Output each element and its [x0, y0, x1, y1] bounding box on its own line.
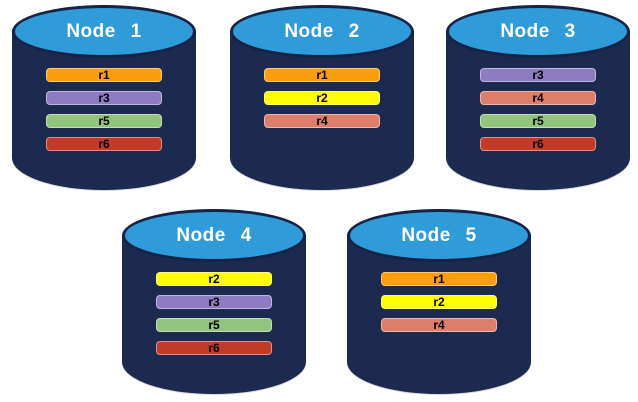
- replica-bar-r5: r5: [156, 318, 272, 332]
- replica-list: r1 r2 r4: [264, 68, 380, 128]
- database-node-4: Node 4 r2 r3 r5 r6: [122, 209, 306, 394]
- replica-bar-r6: r6: [480, 137, 596, 151]
- replica-bar-r2: r2: [264, 91, 380, 105]
- cylinder-top: Node 4: [122, 209, 306, 262]
- cylinder-top: Node 5: [347, 209, 531, 262]
- replica-bar-r6: r6: [156, 341, 272, 355]
- cylinder-top: Node 3: [446, 5, 630, 58]
- replica-bar-r4: r4: [264, 114, 380, 128]
- replica-bar-r1: r1: [46, 68, 162, 82]
- replica-bar-r2: r2: [156, 272, 272, 286]
- database-node-3: Node 3 r3 r4 r5 r6: [446, 5, 630, 190]
- node-label: Node 1: [66, 20, 142, 42]
- replica-bar-r1: r1: [264, 68, 380, 82]
- replica-bar-r3: r3: [480, 68, 596, 82]
- database-node-2: Node 2 r1 r2 r4: [230, 5, 414, 190]
- cylinder-top: Node 1: [12, 5, 196, 58]
- node-label: Node 5: [401, 224, 477, 246]
- replica-bar-r4: r4: [480, 91, 596, 105]
- replica-bar-r1: r1: [381, 272, 497, 286]
- replica-bar-r5: r5: [480, 114, 596, 128]
- replica-bar-r2: r2: [381, 295, 497, 309]
- replica-list: r2 r3 r5 r6: [156, 272, 272, 355]
- replica-list: r1 r3 r5 r6: [46, 68, 162, 151]
- cylinder-top: Node 2: [230, 5, 414, 58]
- replica-list: r3 r4 r5 r6: [480, 68, 596, 151]
- database-node-1: Node 1 r1 r3 r5 r6: [12, 5, 196, 190]
- node-label: Node 4: [176, 224, 252, 246]
- replica-bar-r5: r5: [46, 114, 162, 128]
- replica-bar-r3: r3: [46, 91, 162, 105]
- replica-bar-r3: r3: [156, 295, 272, 309]
- database-node-5: Node 5 r1 r2 r4: [347, 209, 531, 394]
- replica-bar-r4: r4: [381, 318, 497, 332]
- node-label: Node 2: [284, 20, 360, 42]
- replica-bar-r6: r6: [46, 137, 162, 151]
- replica-list: r1 r2 r4: [381, 272, 497, 332]
- node-label: Node 3: [500, 20, 576, 42]
